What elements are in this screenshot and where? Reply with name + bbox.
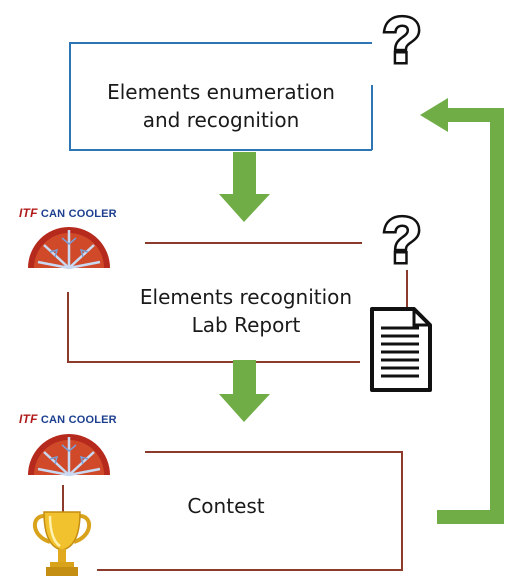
- feedback-loop-arrow: [420, 98, 504, 524]
- stage-2-line-1: Elements recognition: [139, 285, 353, 309]
- brand-prefix: ITF: [19, 412, 38, 426]
- stage-2-line-2: Lab Report: [191, 313, 301, 337]
- brand-name: CAN COOLER: [40, 414, 117, 426]
- svg-text:?: ?: [382, 204, 421, 276]
- can-cooler-logo-icon: [28, 227, 110, 270]
- stage-3-box: [62, 451, 403, 571]
- trophy-icon: [33, 511, 91, 576]
- question-mark-icon: ?: [380, 202, 424, 279]
- document-icon: [370, 307, 432, 392]
- brand-name: CAN COOLER: [40, 208, 117, 220]
- svg-text:?: ?: [382, 4, 421, 76]
- stage-1-line-2: and recognition: [142, 108, 300, 132]
- question-mark-icon: ?: [380, 2, 424, 79]
- stage-1-line-1: Elements enumeration: [107, 80, 335, 104]
- stage-2-label: Elements recognition Lab Report: [96, 283, 396, 339]
- brand-prefix: ITF: [19, 206, 38, 220]
- can-cooler-brand-label: ITF CAN COOLER: [19, 412, 117, 426]
- stage-3-line-1: Contest: [187, 494, 265, 518]
- stage-1-label: Elements enumeration and recognition: [70, 78, 372, 134]
- can-cooler-logo-icon: [28, 434, 110, 477]
- stage-1-box: [69, 42, 373, 151]
- can-cooler-brand-label: ITF CAN COOLER: [19, 206, 117, 220]
- stage-2-box: [67, 242, 408, 363]
- stage-3-label: Contest: [156, 492, 296, 520]
- down-arrow-1: [219, 152, 270, 222]
- down-arrow-2: [219, 360, 270, 422]
